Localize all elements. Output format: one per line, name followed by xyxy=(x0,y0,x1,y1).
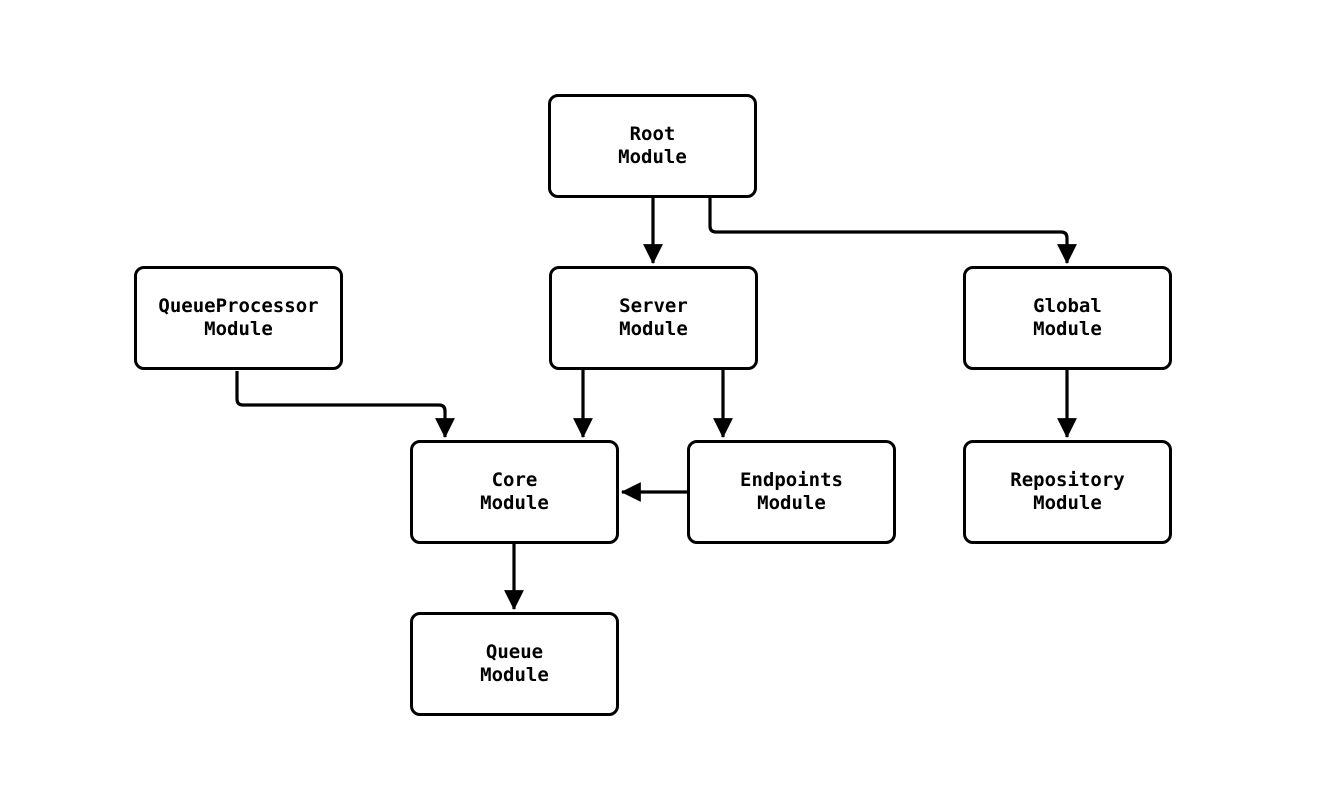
node-queueprocessor-module: QueueProcessor Module xyxy=(134,266,343,370)
node-repository-module-label-line2: Module xyxy=(1033,492,1102,514)
node-global-module: Global Module xyxy=(963,266,1172,370)
edge-root-to-global xyxy=(708,198,1077,264)
node-server-module: Server Module xyxy=(549,266,758,370)
node-repository-module-label-line1: Repository xyxy=(1010,469,1125,491)
node-core-module: Core Module xyxy=(410,440,619,544)
node-repository-module: Repository Module xyxy=(963,440,1172,544)
node-root-module-label-line1: Root xyxy=(629,123,676,145)
node-server-module-label-line1: Server xyxy=(619,295,688,317)
node-endpoints-module: Endpoints Module xyxy=(687,440,896,544)
node-root-module-label-line2: Module xyxy=(618,146,687,168)
node-endpoints-module-label-line1: Endpoints xyxy=(740,469,843,491)
node-queue-module: Queue Module xyxy=(410,612,619,716)
node-core-module-label-line2: Module xyxy=(480,492,549,514)
node-global-module-label-line1: Global xyxy=(1033,295,1102,317)
node-server-module-label-line2: Module xyxy=(619,318,688,340)
node-core-module-label-line1: Core xyxy=(491,469,538,491)
node-queueprocessor-module-label-line2: Module xyxy=(204,318,273,340)
node-queue-module-label-line2: Module xyxy=(480,664,549,686)
node-root-module: Root Module xyxy=(548,94,757,198)
node-global-module-label-line2: Module xyxy=(1033,318,1102,340)
edge-queueprocessor-to-core xyxy=(235,371,455,438)
node-queueprocessor-module-label-line1: QueueProcessor xyxy=(158,295,319,317)
node-queue-module-label-line1: Queue xyxy=(485,641,544,663)
node-endpoints-module-label-line2: Module xyxy=(757,492,826,514)
